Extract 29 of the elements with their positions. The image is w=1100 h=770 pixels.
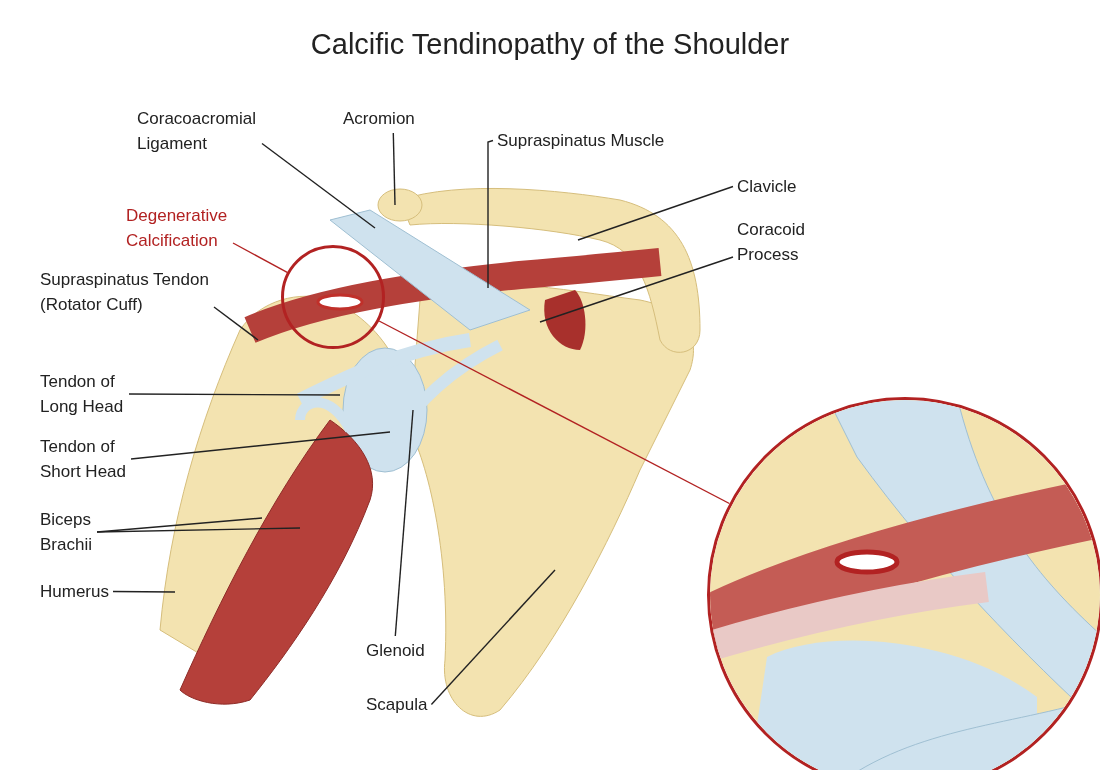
anatomy-label: Glenoid [366,638,425,663]
anatomy-label: Tendon of Short Head [40,434,127,484]
leader-line [130,431,391,460]
leader-line [378,320,731,505]
anatomy-label: Biceps Brachii [40,507,93,557]
anatomy-label: Supraspinatus Muscle [497,128,665,153]
anatomy-label: Degenerative Calcification [126,203,229,253]
leader-line [487,139,494,289]
anatomy-label: Supraspinatus Tendon (Rotator Cuff) [40,267,210,317]
leader-line [112,590,176,593]
leader-line [96,527,301,533]
leader-line [128,393,341,396]
leader-line [232,242,288,273]
leader-line [213,306,259,341]
leader-line [577,185,734,241]
anatomy-label: Scapula [366,692,428,717]
magnifier-circle [281,245,385,349]
leader-line [392,132,396,206]
anatomy-label: Humerus [40,579,109,604]
anatomy-label: Coracoacromial Ligament [137,106,258,156]
anatomy-label: Tendon of Long Head [40,369,125,419]
anatomy-label: Coracoid Process [737,217,807,267]
anatomy-label: Clavicle [737,174,797,199]
diagram-title: Calcific Tendinopathy of the Shoulder [309,28,791,61]
leader-line [394,409,414,637]
anatomy-label: Acromion [343,106,415,131]
leader-line [430,569,556,706]
leader-line [261,142,376,229]
leader-line [539,256,734,323]
